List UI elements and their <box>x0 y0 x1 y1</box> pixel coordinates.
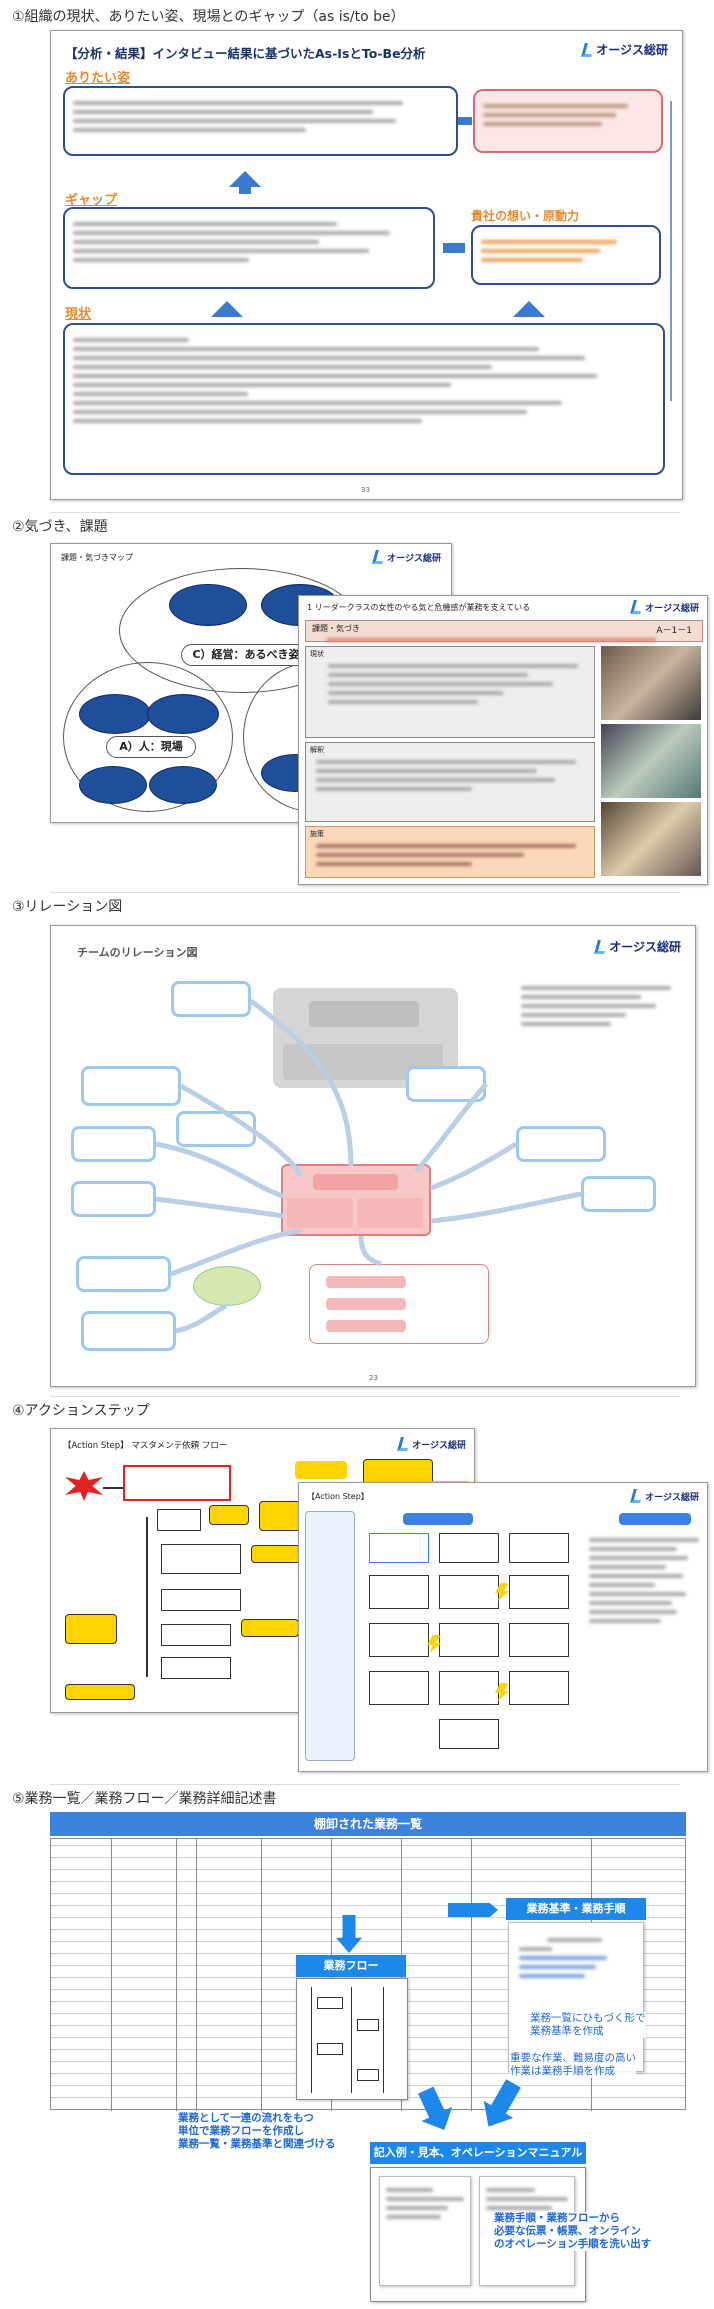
card-current-section: 現状 <box>305 646 595 738</box>
page-number: 33 <box>361 486 370 494</box>
photo-image <box>601 802 701 876</box>
tobe-highlight-box <box>473 89 663 153</box>
arrow-up-icon <box>513 301 545 317</box>
relation-lines <box>155 999 582 1334</box>
asis-tobe-slide: 【分析・結果】インタビュー結果に基づいたAs-IsとTo-Be分析 オージス総研… <box>50 30 683 500</box>
section-title-3: ③リレーション図 <box>12 899 123 915</box>
photo-image <box>601 646 701 720</box>
logo-mark-icon <box>372 550 387 564</box>
logo-mark-icon <box>630 600 645 614</box>
drive-label: 貴社の想い・原動力 <box>471 209 580 223</box>
flow-doc-thumbnail <box>296 1978 408 2100</box>
issue-card-slide: 1 リーダークラスの女性のやる気と危機感が業務を支えている オージス総研 課題・… <box>298 595 708 885</box>
logo-mark-icon <box>581 42 596 57</box>
arrow-up-icon <box>211 301 243 317</box>
section-title-1: ①組織の現状、ありたい姿、現場とのギャップ（as is/to be） <box>12 9 405 25</box>
page-number: 23 <box>369 1374 378 1382</box>
company-logo: オージス総研 <box>630 600 699 614</box>
logo-mark-icon <box>630 1489 645 1503</box>
card-code: A－1－1 <box>656 626 692 636</box>
asis-label: 現状 <box>65 307 92 322</box>
note-flow: 業務として一連の流れをもつ 単位で業務フローを作成し 業務一覧・業務基準と関連づ… <box>178 2112 336 2151</box>
section-title-2: ②気づき、課題 <box>12 519 108 535</box>
card-heading: 1 リーダークラスの女性のやる気と危機感が業務を支えている <box>307 603 531 612</box>
gap-box <box>63 207 435 289</box>
tobe-label: ありたい姿 <box>65 71 131 86</box>
section-title-4: ④アクションステップ <box>12 1403 150 1419</box>
slide-heading: チームのリレーション図 <box>77 946 198 959</box>
company-logo: オージス総研 <box>372 550 441 564</box>
slide-heading: 課題・気づきマップ <box>61 553 133 562</box>
callout-flow: 業務フロー <box>296 1955 406 1977</box>
company-logo: オージス総研 <box>594 938 681 955</box>
task-list-banner: 棚卸された業務一覧 <box>50 1812 686 1836</box>
company-logo: オージス総研 <box>581 41 668 58</box>
callout-standard-procedure: 業務基準・業務手順 <box>506 1898 646 1920</box>
tobe-box <box>63 86 458 156</box>
company-logo: オージス総研 <box>630 1489 699 1503</box>
slide-heading: 【Action Step】 マスタメンテ依頼 フロー <box>63 1441 228 1451</box>
manual-doc-thumbnail <box>370 2167 586 2302</box>
note-manual: 業務手順・業務フローから 必要な伝票・帳票、オンライン のオペレーション手順を洗… <box>494 2212 652 2251</box>
double-arrow-icon <box>443 243 465 253</box>
label-people: A）人：現場 <box>106 736 196 758</box>
note-procedure: 重要な作業、難易度の高い 作業は業務手順を作成 <box>510 2052 636 2078</box>
standard-doc-thumbnail <box>508 1922 644 2072</box>
company-logo: オージス総研 <box>397 1437 466 1451</box>
arrow-right-icon <box>448 1903 498 1917</box>
arrow-up-icon <box>229 171 261 187</box>
action-step-slide-2: 【Action Step】 オージス総研 <box>298 1482 708 1772</box>
photo-image <box>601 724 701 798</box>
logo-mark-icon <box>397 1437 412 1451</box>
slide-heading: 【分析・結果】インタビュー結果に基づいたAs-IsとTo-Be分析 <box>65 46 426 61</box>
drive-box <box>471 225 661 285</box>
section-title-5: ⑤業務一覧／業務フロー／業務詳細記述書 <box>12 1791 277 1807</box>
relation-map-slide: チームのリレーション図 オージス総研 23 <box>50 925 696 1387</box>
slide-heading: 【Action Step】 <box>307 1492 369 1501</box>
card-subhead: 課題・気づき A－1－1 <box>305 620 703 642</box>
asis-box <box>63 323 665 475</box>
people-ellipse <box>63 662 233 812</box>
callout-manual: 記入例・見本、オペレーションマニュアル <box>370 2142 586 2164</box>
note-standard: 業務一覧にひもづく形で 業務基準を作成 <box>530 2012 646 2038</box>
card-interp-section: 解釈 <box>305 742 595 822</box>
card-measure-section: 施策 <box>305 826 595 878</box>
gap-label: ギャップ <box>65 193 118 208</box>
label-management: C）経営：あるべき姿 <box>181 644 311 666</box>
